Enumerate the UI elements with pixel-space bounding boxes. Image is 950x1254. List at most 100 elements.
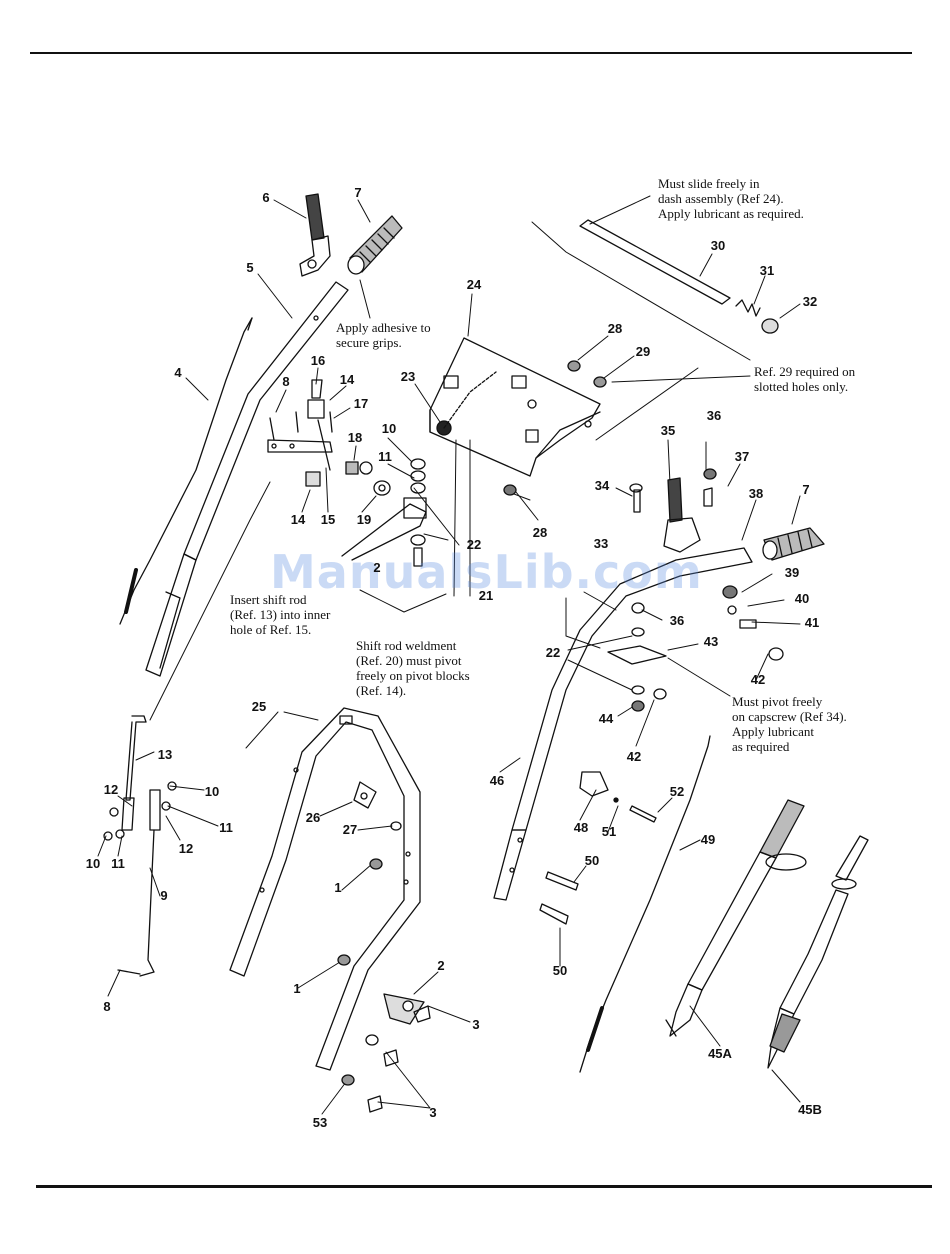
callout: 45A xyxy=(708,1046,732,1061)
callout: 12 xyxy=(103,782,119,797)
note-line: dash assembly (Ref 24). xyxy=(658,191,784,206)
leader-lines xyxy=(97,195,801,1115)
callout: 7 xyxy=(802,482,810,497)
note-line: (Ref. 13) into inner xyxy=(230,607,331,622)
note-insert-shift: Insert shift rod (Ref. 13) into inner ho… xyxy=(230,592,330,637)
small-fasteners-left xyxy=(103,781,177,841)
callout: 53 xyxy=(312,1115,328,1130)
note-adhesive: Apply adhesive to secure grips. xyxy=(336,320,431,350)
callout: 22 xyxy=(545,645,561,660)
handle-45A xyxy=(665,799,807,1037)
callout: 33 xyxy=(593,536,609,551)
callout: 11 xyxy=(378,449,392,464)
note-line: Must slide freely in xyxy=(658,176,760,191)
callout: 8 xyxy=(103,999,111,1014)
note-line: Shift rod weldment xyxy=(356,638,457,653)
note-dash-slide: Must slide freely in dash assembly (Ref … xyxy=(658,176,804,221)
callout: 46 xyxy=(489,773,505,788)
callout: 52 xyxy=(669,784,685,799)
callout: 29 xyxy=(635,344,651,359)
spring-31 xyxy=(735,299,761,317)
upper-handle-left-5 xyxy=(145,281,349,677)
shift-assembly xyxy=(267,379,427,561)
callout: 14 xyxy=(290,512,306,527)
note-line: freely on pivot blocks xyxy=(356,668,470,683)
callout: 40 xyxy=(794,591,810,606)
note-ref29: Ref. 29 required on slotted holes only. xyxy=(754,364,855,394)
upper-handle-right-38 xyxy=(493,547,753,901)
shift-lever-6 xyxy=(299,193,331,277)
manualslib-watermark: ManualsLib.com xyxy=(270,545,703,599)
callout: 25 xyxy=(251,699,267,714)
callout: 13 xyxy=(157,747,173,762)
callout: 17 xyxy=(353,396,369,411)
bracket-26 xyxy=(353,781,377,809)
top-rule xyxy=(30,52,912,54)
callout: 10 xyxy=(204,784,220,799)
rod-30 xyxy=(579,219,731,305)
nuts-28-29 xyxy=(503,360,607,496)
callout: 43 xyxy=(703,634,719,649)
dash-assembly-24 xyxy=(429,337,601,477)
callout: 45B xyxy=(798,1102,822,1117)
note-line: slotted holes only. xyxy=(754,379,849,394)
callout: 9 xyxy=(160,888,168,903)
callout: 28 xyxy=(607,321,623,336)
note-line: as required xyxy=(732,739,790,754)
callout: 16 xyxy=(310,353,326,368)
callout: 10 xyxy=(381,421,397,436)
shift-rod-9 xyxy=(117,789,161,977)
note-line: secure grips. xyxy=(336,335,402,350)
bottom-rule xyxy=(36,1185,932,1188)
right-fasteners xyxy=(607,468,784,712)
lower-handle-25 xyxy=(229,707,421,1071)
note-capscrew: Must pivot freely on capscrew (Ref 34). … xyxy=(732,694,847,754)
callout: 49 xyxy=(700,832,716,847)
shift-rod-13 xyxy=(121,715,147,831)
callout: 34 xyxy=(594,478,610,493)
note-line: Apply lubricant as required. xyxy=(658,206,804,221)
callout: 50 xyxy=(552,963,568,978)
callout: 36 xyxy=(669,613,685,628)
note-line: Apply lubricant xyxy=(732,724,814,739)
plate-2 xyxy=(383,993,425,1025)
bolts-3-53 xyxy=(341,1005,431,1113)
callout: 3 xyxy=(472,1017,480,1032)
callout: 24 xyxy=(466,277,482,292)
callout: 36 xyxy=(706,408,722,423)
callout: 10 xyxy=(85,856,101,871)
callout: 14 xyxy=(339,372,355,387)
callout: 51 xyxy=(601,824,617,839)
callout: 39 xyxy=(784,565,800,580)
center-fasteners xyxy=(410,458,426,567)
callout: 38 xyxy=(748,486,764,501)
note-line: on capscrew (Ref 34). xyxy=(732,709,847,724)
note-line: (Ref. 20) must pivot xyxy=(356,653,462,668)
note-line: Must pivot freely xyxy=(732,694,823,709)
callout: 6 xyxy=(262,190,270,205)
callout: 7 xyxy=(354,185,362,200)
callout: 41 xyxy=(804,615,820,630)
callout: 42 xyxy=(750,672,766,687)
handle-45B xyxy=(767,835,869,1069)
callout: 2 xyxy=(437,958,445,973)
callout: 26 xyxy=(305,810,321,825)
lever-35 xyxy=(663,477,701,553)
callout: 15 xyxy=(320,512,336,527)
callout: 27 xyxy=(342,822,358,837)
hand-grip-7-left xyxy=(347,215,403,275)
note-shift-weldment: Shift rod weldment (Ref. 20) must pivot … xyxy=(356,638,470,698)
callout: 35 xyxy=(660,423,676,438)
callout: 3 xyxy=(429,1105,437,1120)
callout: 1 xyxy=(293,981,301,996)
nut-32 xyxy=(761,318,779,334)
washers-27-1 xyxy=(337,821,402,966)
callout: 48 xyxy=(573,820,589,835)
callout: 42 xyxy=(626,749,642,764)
callout: 23 xyxy=(400,369,416,384)
callout: 28 xyxy=(532,525,548,540)
callout: 4 xyxy=(174,365,182,380)
callout: 19 xyxy=(356,512,372,527)
